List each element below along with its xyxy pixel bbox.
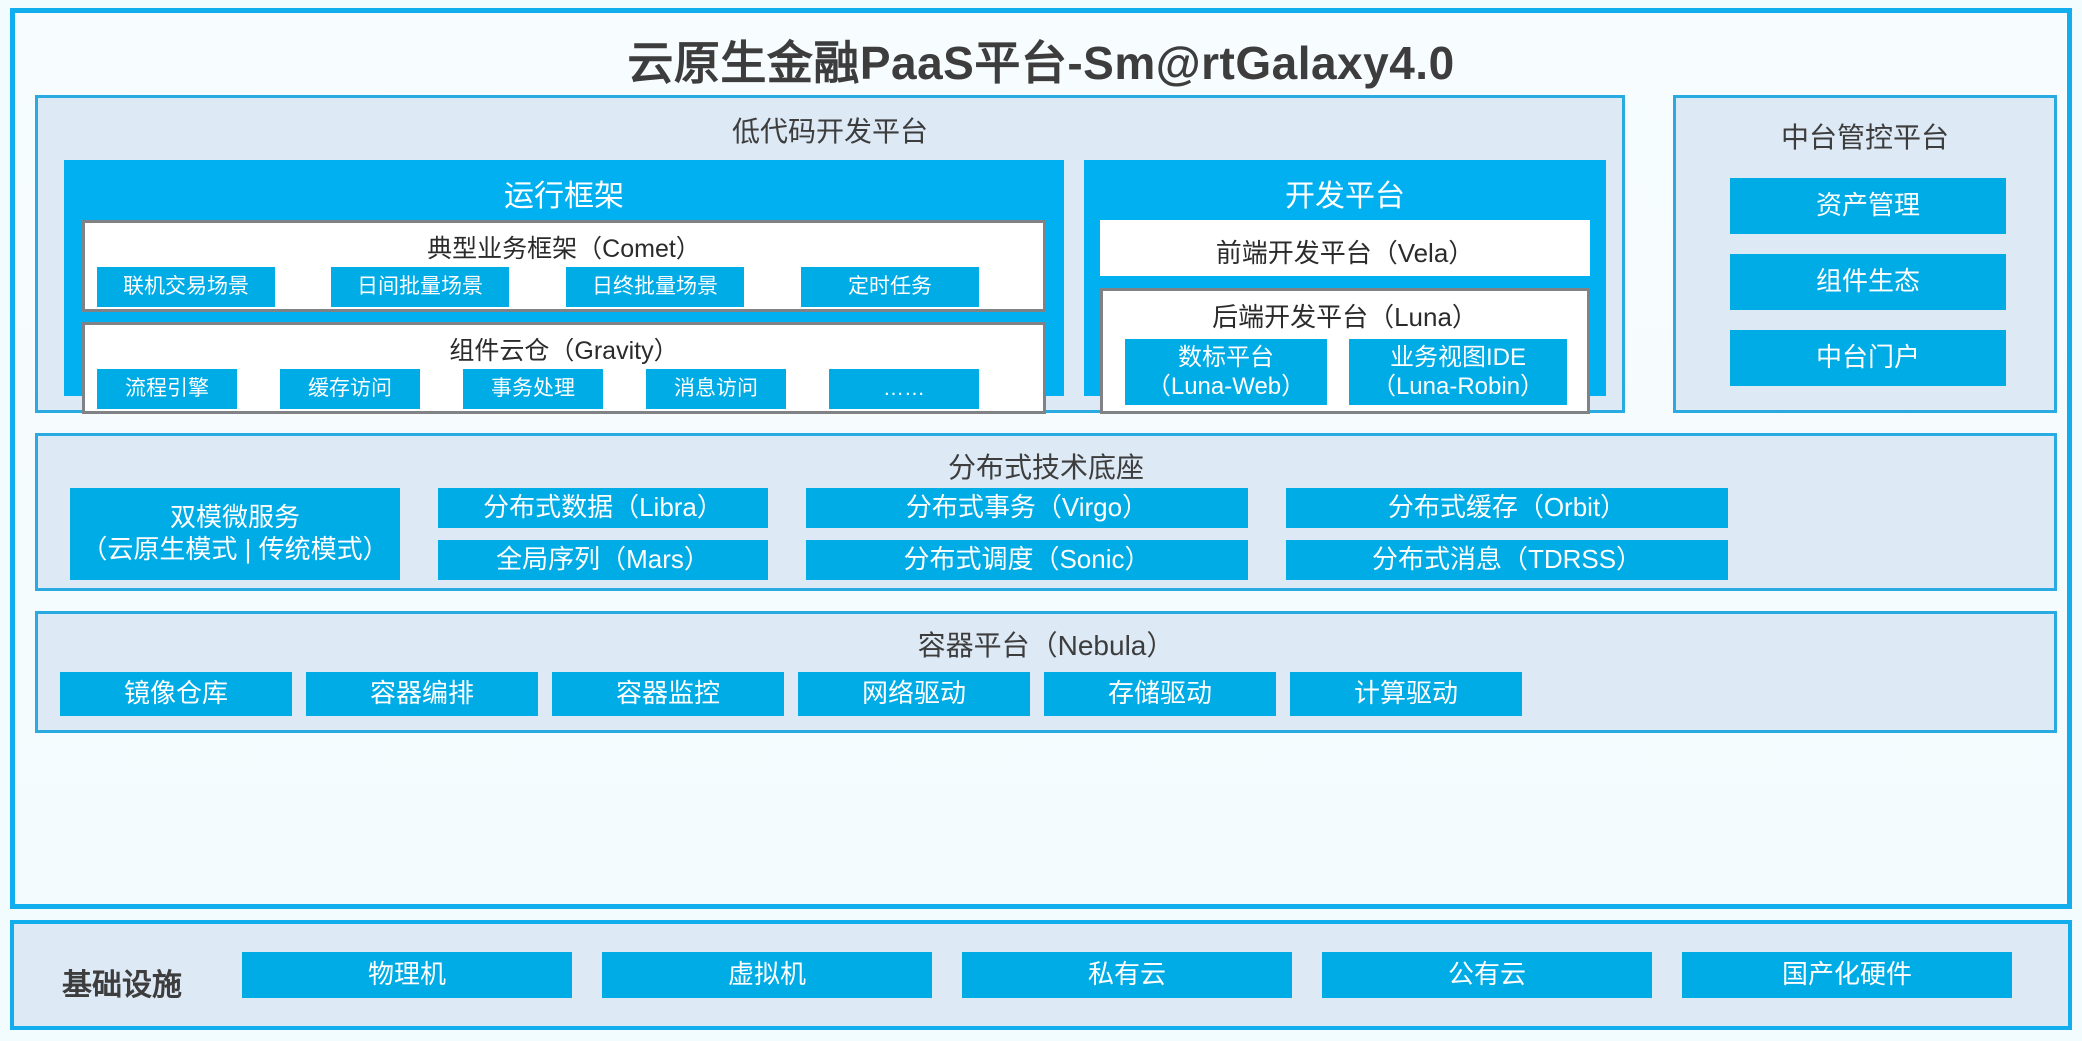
gravity-card: 组件云仓（Gravity） 流程引擎 缓存访问 事务处理 消息访问 …… bbox=[82, 322, 1046, 414]
luna-chip-luna-robin[interactable]: 业务视图IDE （Luna-Robin） bbox=[1349, 339, 1567, 405]
gravity-chip-process-engine[interactable]: 流程引擎 bbox=[97, 369, 237, 409]
infrastructure-chip-physical-machine[interactable]: 物理机 bbox=[242, 952, 572, 998]
container-chip-compute-driver[interactable]: 计算驱动 bbox=[1290, 672, 1522, 716]
vela-title: 前端开发平台（Vela） bbox=[1215, 238, 1475, 268]
distributed-chip-virgo[interactable]: 分布式事务（Virgo） bbox=[806, 488, 1248, 528]
mid-platform-chip-asset-management[interactable]: 资产管理 bbox=[1730, 178, 2006, 234]
infrastructure-chip-domestic-hardware[interactable]: 国产化硬件 bbox=[1682, 952, 2012, 998]
comet-card: 典型业务框架（Comet） 联机交易场景 日间批量场景 日终批量场景 定时任务 bbox=[82, 220, 1046, 312]
lowcode-platform-title: 低代码开发平台 bbox=[731, 116, 928, 147]
gravity-chip-ellipsis[interactable]: …… bbox=[829, 369, 979, 409]
luna-title: 后端开发平台（Luna） bbox=[1212, 302, 1478, 332]
page-title: 云原生金融PaaS平台-Sm@rtGalaxy4.0 bbox=[627, 37, 1455, 89]
distributed-chip-dual-mode-microservice[interactable]: 双模微服务 （云原生模式 | 传统模式） bbox=[70, 488, 400, 580]
gravity-chip-cache-access[interactable]: 缓存访问 bbox=[280, 369, 420, 409]
container-chip-image-registry[interactable]: 镜像仓库 bbox=[60, 672, 292, 716]
lowcode-platform-panel: 低代码开发平台 运行框架 典型业务框架（Comet） 联机交易场景 日间批量场景… bbox=[35, 95, 1625, 414]
infrastructure-chip-private-cloud[interactable]: 私有云 bbox=[962, 952, 1292, 998]
luna-chip-luna-web[interactable]: 数标平台 （Luna-Web） bbox=[1125, 339, 1327, 405]
runtime-framework-title: 运行框架 bbox=[504, 180, 624, 213]
infrastructure-label: 基础设施 bbox=[62, 969, 182, 1002]
mid-platform-title: 中台管控平台 bbox=[1780, 122, 1949, 153]
runtime-framework-group: 运行框架 典型业务框架（Comet） 联机交易场景 日间批量场景 日终批量场景 … bbox=[64, 160, 1064, 414]
comet-chip-scheduled-task[interactable]: 定时任务 bbox=[801, 267, 979, 307]
infrastructure-chip-public-cloud[interactable]: 公有云 bbox=[1322, 952, 1652, 998]
container-chip-monitoring[interactable]: 容器监控 bbox=[552, 672, 784, 716]
gravity-chip-transaction-processing[interactable]: 事务处理 bbox=[463, 369, 603, 409]
mid-platform-chip-portal[interactable]: 中台门户 bbox=[1730, 330, 2006, 386]
distributed-chip-orbit[interactable]: 分布式缓存（Orbit） bbox=[1286, 488, 1728, 528]
distributed-chip-tdrss[interactable]: 分布式消息（TDRSS） bbox=[1286, 540, 1728, 580]
comet-title: 典型业务框架（Comet） bbox=[427, 235, 701, 263]
container-platform-title: 容器平台（Nebula） bbox=[917, 630, 1175, 661]
container-chip-orchestration[interactable]: 容器编排 bbox=[306, 672, 538, 716]
distributed-chip-mars[interactable]: 全局序列（Mars） bbox=[438, 540, 768, 580]
dev-platform-group: 开发平台 前端开发平台（Vela） 后端开发平台（Luna） 数标平台 （Lun… bbox=[1084, 160, 1606, 414]
vela-card: 前端开发平台（Vela） bbox=[1100, 220, 1590, 276]
container-chip-network-driver[interactable]: 网络驱动 bbox=[798, 672, 1030, 716]
platform-outer-frame: 云原生金融PaaS平台-Sm@rtGalaxy4.0 低代码开发平台 运行框架 … bbox=[10, 8, 2072, 909]
comet-chip-online-transaction[interactable]: 联机交易场景 bbox=[97, 267, 275, 307]
distributed-foundation-panel: 分布式技术底座 双模微服务 （云原生模式 | 传统模式） 分布式数据（Libra… bbox=[35, 433, 2057, 591]
infrastructure-chip-virtual-machine[interactable]: 虚拟机 bbox=[602, 952, 932, 998]
mid-platform-chip-component-ecosystem[interactable]: 组件生态 bbox=[1730, 254, 2006, 310]
comet-chip-intraday-batch[interactable]: 日间批量场景 bbox=[331, 267, 509, 307]
container-chip-storage-driver[interactable]: 存储驱动 bbox=[1044, 672, 1276, 716]
distributed-chip-libra[interactable]: 分布式数据（Libra） bbox=[438, 488, 768, 528]
mid-platform-panel: 中台管控平台 资产管理 组件生态 中台门户 bbox=[1673, 95, 2057, 413]
container-platform-panel: 容器平台（Nebula） 镜像仓库 容器编排 容器监控 网络驱动 存储驱动 计算… bbox=[35, 611, 2057, 733]
comet-chip-eod-batch[interactable]: 日终批量场景 bbox=[566, 267, 744, 307]
gravity-title: 组件云仓（Gravity） bbox=[449, 337, 679, 365]
distributed-foundation-title: 分布式技术底座 bbox=[947, 452, 1144, 483]
dev-platform-title: 开发平台 bbox=[1285, 180, 1405, 213]
gravity-chip-message-access[interactable]: 消息访问 bbox=[646, 369, 786, 409]
luna-card: 后端开发平台（Luna） 数标平台 （Luna-Web） 业务视图IDE （Lu… bbox=[1100, 288, 1590, 414]
infrastructure-bar: 基础设施 物理机 虚拟机 私有云 公有云 国产化硬件 bbox=[10, 920, 2072, 1030]
distributed-chip-sonic[interactable]: 分布式调度（Sonic） bbox=[806, 540, 1248, 580]
